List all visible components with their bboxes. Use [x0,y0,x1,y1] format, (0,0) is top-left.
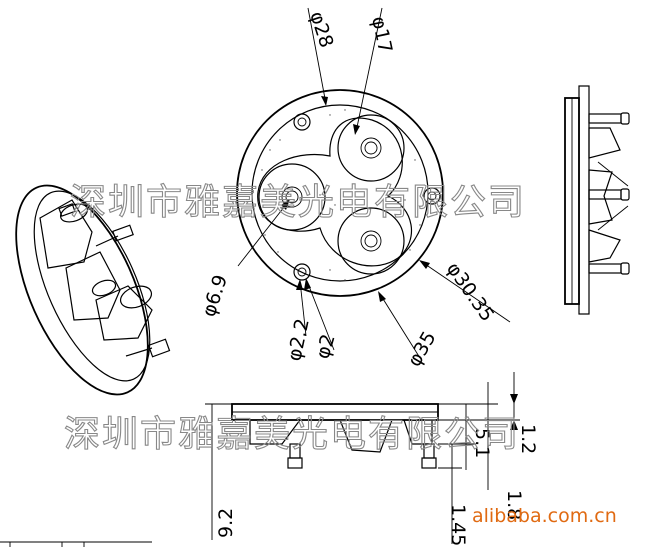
lens-left-core [281,186,303,208]
surface-texture [261,109,421,281]
mount-hole-top [293,113,311,131]
label-h1-45: 1.45 [447,504,469,546]
three-lobe-body [257,117,413,267]
side-optic-top [588,127,621,159]
side-pin-mid-tip [620,188,630,201]
label-d2-2: φ2.2 [283,317,313,363]
persp-base-outer [15,184,149,396]
leader-d30-35 [421,261,511,323]
persp-base-inner [33,190,151,382]
persp-optic-mid [65,251,121,321]
side-optic-mid [588,169,613,225]
persp-lens-mid [91,279,117,297]
watermark-company-1: 深圳市雅嘉美光电有限公司 [70,182,526,223]
persp-lens-low [119,285,153,309]
side-pin-low-tip [620,262,630,275]
side-pin-top [588,113,622,124]
label-d2: φ2 [312,332,340,362]
arrow-d35 [378,291,386,302]
lens-bottom-right-core-inner [364,234,378,248]
leader-d35 [379,293,421,359]
arrow-d6-9 [281,199,290,210]
mount-hole-top-inner [297,117,307,127]
label-d28: φ28 [305,9,337,51]
mount-hole-right-inner [427,191,437,201]
arrow-d30-35 [419,260,430,269]
side-flange-inner [578,85,590,315]
label-h9-2: 9.2 [215,508,237,538]
persp-lens-top [59,203,89,223]
arrow-d28 [321,96,328,106]
persp-optic-top [39,199,93,269]
side-pin-low [588,263,622,274]
persp-optic-low [95,285,153,341]
arrow-d2 [304,278,311,290]
label-d35: φ35 [403,328,440,371]
label-h1-8: 1.8 [503,490,525,520]
label-h1-2: 1.2 [517,424,539,454]
source-site-mark: alibaba.com.cn [472,505,617,527]
section-pin-right-tip [421,457,437,469]
mount-hole-bottom-inner [297,267,307,277]
label-h5-1: 5.1 [471,428,493,458]
lens-top-right [337,114,405,182]
leader-d2 [306,280,335,351]
outer-rim-d35 [236,89,444,297]
inner-rim-d30 [251,104,429,282]
persp-pins [58,203,171,358]
watermark-company-2: 深圳市雅嘉美光电有限公司 [64,414,520,455]
section-body [249,419,301,445]
leader-d6-9 [237,201,289,267]
arrow-d2-2 [296,279,303,290]
section-view: 9.2 1.8 1.2 5.1 1.45 [205,372,539,546]
leader-d2-2 [299,280,307,337]
lens-top-right-core [360,137,382,159]
leader-d28 [307,7,327,105]
side-view [564,85,630,315]
lens-left [258,163,326,231]
mount-hole-bottom [293,263,311,281]
mount-hole-right [423,187,441,205]
label-d17: φ17 [367,14,396,54]
lens-bottom-right-core [360,230,382,252]
leader-d17 [355,7,383,133]
side-optic-low [588,229,621,263]
side-pin-top-tip [620,112,630,125]
title-block-fragment [0,541,152,547]
lens-left-core-inner [285,190,299,204]
perspective-view [15,184,171,396]
section-pin-left-tip [287,457,303,469]
lens-top-right-core-inner [364,141,378,155]
arrow-d17 [353,124,360,135]
label-d6-9: φ6.9 [198,272,232,319]
label-d30-35: φ30.35 [442,258,498,325]
lens-bottom-right [337,207,405,275]
